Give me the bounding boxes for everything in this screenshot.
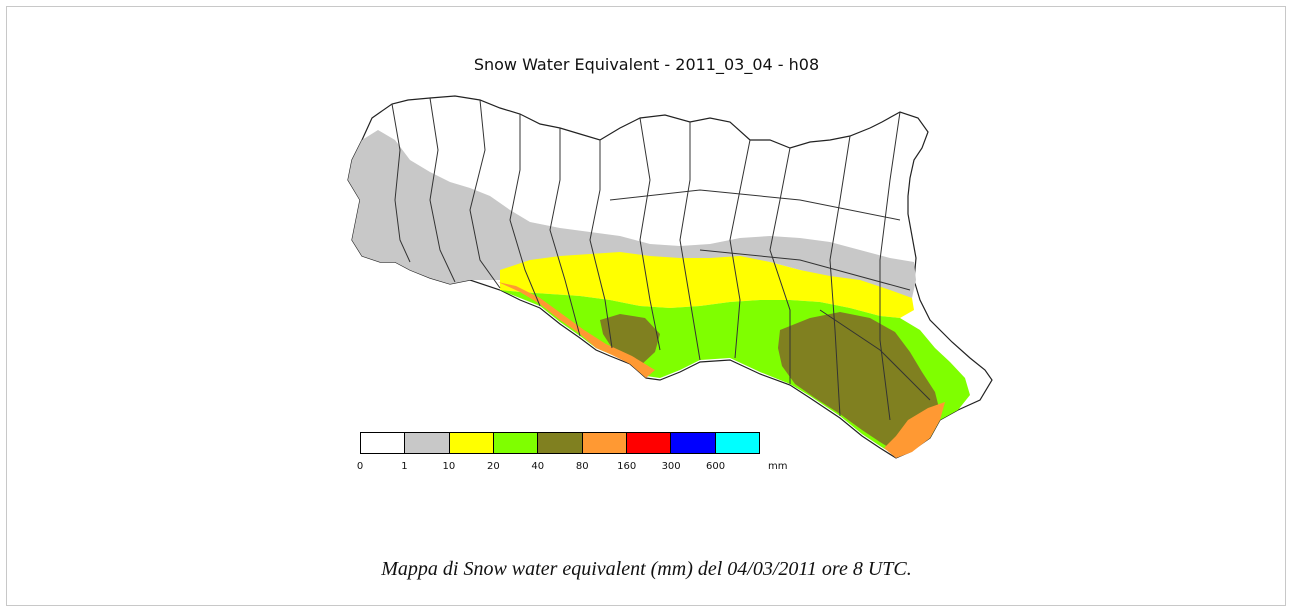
legend-tick-label: 20 [486,461,500,472]
map-title: Snow Water Equivalent - 2011_03_04 - h08 [473,55,820,74]
swe-band-80-160-south [884,402,945,458]
legend-tick-label: 10 [442,461,456,472]
swe-band-40-80 [778,312,940,452]
legend-tick-label: 160 [617,461,637,472]
basin-lines [391,97,931,421]
swe-band-1-10 [348,130,916,298]
legend-tick-label: 0 [356,461,364,472]
region-map [347,95,993,459]
swe-band-40-80-west [600,314,660,366]
legend-swatch [449,433,494,453]
legend-tick-label: 600 [706,461,726,472]
legend-tick-label: 300 [661,461,681,472]
color-legend [360,432,760,454]
legend-swatch [715,433,759,453]
figure-caption: Mappa di Snow water equivalent (mm) del … [381,558,912,580]
legend-swatch [582,433,627,453]
legend-swatch [361,433,406,453]
legend-tick-label: 1 [401,461,408,472]
legend-swatch [493,433,539,453]
swe-band-10-20 [500,252,914,318]
legend-tick-label: 40 [531,461,545,472]
legend-swatch [405,433,450,453]
legend-swatch [671,433,716,453]
legend-swatch [626,433,672,453]
legend-tick-label: 80 [575,461,589,472]
legend-unit: mm [768,461,788,472]
legend-swatch [538,433,583,453]
swe-band-80-160-west [498,282,655,378]
